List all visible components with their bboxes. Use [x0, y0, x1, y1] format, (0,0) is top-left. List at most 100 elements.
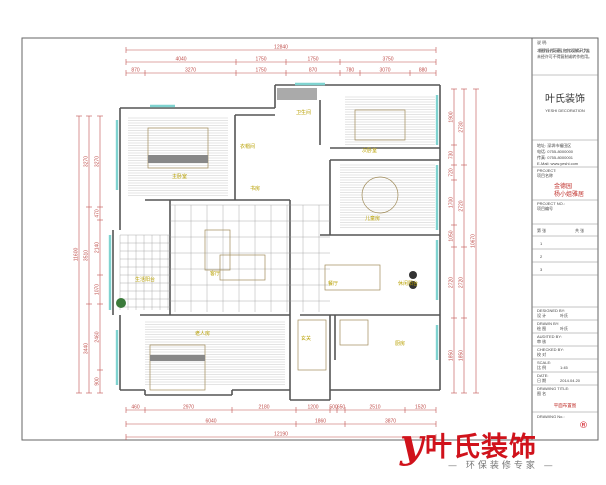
sofa: [204, 229, 231, 271]
dim-label: 3070: [379, 68, 390, 74]
drawing-frame: [21, 37, 599, 441]
company-name: 叶氏装饰: [545, 92, 585, 105]
room-label: 休闲阳台: [398, 280, 418, 287]
field-sub: 日 期: [537, 377, 546, 383]
dim-label: 3750: [382, 57, 393, 63]
desk: [354, 109, 406, 141]
revision-number: 1: [540, 241, 543, 246]
room-label: 主卧室: [172, 173, 187, 180]
dim-label: 6040: [205, 419, 216, 425]
dim-label: 1850: [459, 350, 465, 361]
dim-label: 1750: [307, 57, 318, 63]
dim-label: 720: [449, 168, 455, 177]
field-sub: 图 名: [537, 390, 546, 396]
note-line: 本图纸为设计方案示意图，施工时以现场实际尺寸为准。: [537, 47, 592, 53]
logo-mark-icon: y: [400, 420, 424, 467]
dim-label: 3270: [95, 156, 101, 167]
dim-label: 3270: [185, 68, 196, 74]
contact-line: E-Mail: www.yeshi.com: [537, 161, 579, 166]
sheet-label: 第 张: [537, 227, 546, 233]
dim-label: 880: [419, 68, 428, 74]
plant-pot: [409, 281, 417, 289]
field-sub: 设 计: [537, 312, 546, 318]
project-no-sub: 项目编号: [537, 205, 553, 211]
room-label: 儿童房: [365, 215, 380, 222]
bed-blanket: [150, 355, 205, 361]
field-label: DATE:: [537, 373, 548, 378]
sofa: [219, 254, 266, 281]
dim-label: 1860: [315, 419, 326, 425]
dim-label: 4040: [175, 57, 186, 63]
bathtub: [277, 88, 317, 100]
dim-label: 10670: [471, 234, 477, 248]
dim-label: 470: [95, 209, 101, 218]
dim-label: 500: [329, 405, 338, 411]
plant-pot: [409, 271, 417, 279]
field-sub: 校 对: [537, 351, 546, 357]
dim-label: 2140: [95, 242, 101, 253]
title-block: 说 明:本图纸为设计方案示意图，施工时以现场实际尺寸为准。未经许可不得复制或转作…: [532, 39, 598, 419]
bed: [149, 344, 206, 391]
field-sub: 绘 图: [537, 325, 546, 331]
room-label: 客厅: [210, 270, 220, 277]
dim-label: 1750: [255, 57, 266, 63]
revision-number: 2: [540, 254, 543, 259]
room-label: 厨房: [395, 340, 405, 347]
dim-label: 2180: [258, 405, 269, 411]
drawing-title: 平面布置图: [554, 402, 577, 409]
revision-number: 3: [540, 267, 543, 272]
project-label: PROJECT:: [537, 168, 556, 173]
fridge: [339, 319, 369, 346]
dim-label: 3510: [84, 250, 90, 261]
dim-label: 1050: [449, 230, 455, 241]
field-label: CHECKED BY:: [537, 347, 564, 352]
contact-line: 地址: 深圳市福田区: [537, 142, 571, 148]
dim-label: 1750: [255, 68, 266, 74]
room-label: 生活阳台: [135, 276, 155, 283]
dim-label: 2510: [369, 405, 380, 411]
room-label: 书房: [250, 185, 260, 192]
plant-icon: [116, 298, 126, 308]
field-value: 叶氏: [560, 312, 568, 318]
dim-label: 2720: [459, 277, 465, 288]
dim-label: 1200: [307, 405, 318, 411]
field-label: AUDITED BY:: [537, 334, 562, 339]
dim-label: 11600: [74, 248, 80, 262]
room-label: 老人房: [195, 330, 210, 337]
sheet-total: 共 张: [575, 227, 584, 233]
dim-label: 1850: [449, 350, 455, 361]
bed-blanket: [148, 155, 208, 163]
room-labels: 主卧室衣帽间卫生间次卧室儿童房书房客厅生活阳台餐厅休闲阳台老人房玄关厨房: [135, 109, 418, 347]
company-name-en: YESHI DECORATION: [545, 108, 585, 113]
dim-label: 1900: [449, 111, 455, 122]
plan-walls: [108, 82, 441, 401]
room-label: 玄关: [301, 335, 311, 342]
field-label: SCALE:: [537, 360, 551, 365]
drawing-no-label: DRAWING No.:: [537, 414, 565, 419]
dim-label: 12840: [274, 45, 288, 51]
dim-label: 870: [309, 68, 318, 74]
entry-cabinet: [297, 319, 327, 371]
room-label: 餐厅: [328, 280, 338, 287]
dim-label: 3270: [84, 156, 90, 167]
dim-label: 12190: [274, 432, 288, 438]
project-sub: 项目名称: [537, 172, 553, 178]
client-name: 杨小姐雅居: [554, 190, 584, 198]
room-label: 次卧室: [362, 147, 377, 154]
project-no-label: PROJECT NO.:: [537, 201, 565, 206]
field-sub: 比 例: [537, 364, 546, 370]
dining-table: [324, 264, 381, 291]
field-label: DESIGNED BY:: [537, 308, 565, 313]
dim-label: 2970: [183, 405, 194, 411]
dim-label: 1700: [449, 197, 455, 208]
field-value: 1:45: [560, 365, 569, 370]
note-line: 未经许可不得复制或转作他用。: [537, 53, 592, 59]
dim-label: 900: [95, 377, 101, 386]
field-label: DRAWING TITLE:: [537, 386, 569, 391]
logo-registered-mark: ®: [579, 421, 588, 431]
project-name: 金德园: [554, 182, 572, 190]
field-value: 2014.04.20: [560, 378, 581, 383]
dim-label: 2720: [459, 200, 465, 211]
room-label: 卫生间: [296, 109, 311, 116]
